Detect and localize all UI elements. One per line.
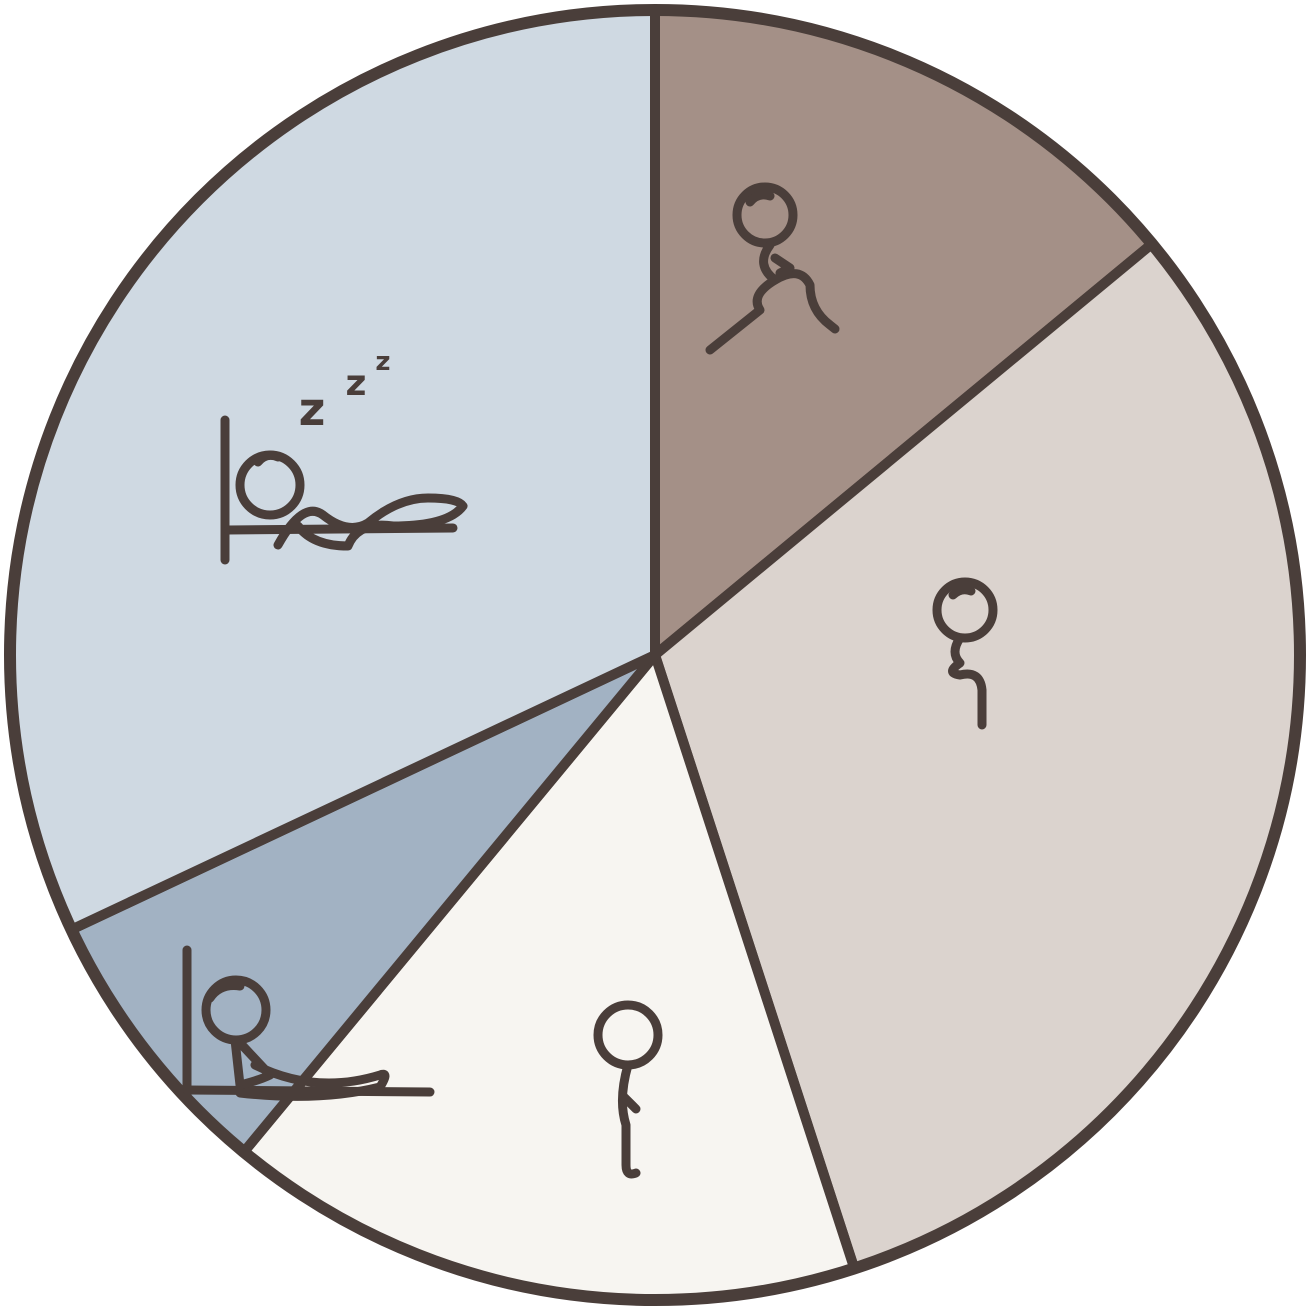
pie-outline (4, 4, 1306, 1306)
running-person-icon (705, 182, 840, 355)
sitting-person-icon (932, 577, 998, 730)
slices-layer (5, 5, 1305, 1305)
standing-person-icon (593, 1000, 663, 1179)
zzz-letter: z (346, 363, 367, 404)
zzz-letter: z (375, 347, 390, 377)
reclining-person-icon (182, 945, 435, 1101)
zzz-letter: z (299, 382, 326, 436)
sleeping-person-icon (220, 415, 468, 565)
